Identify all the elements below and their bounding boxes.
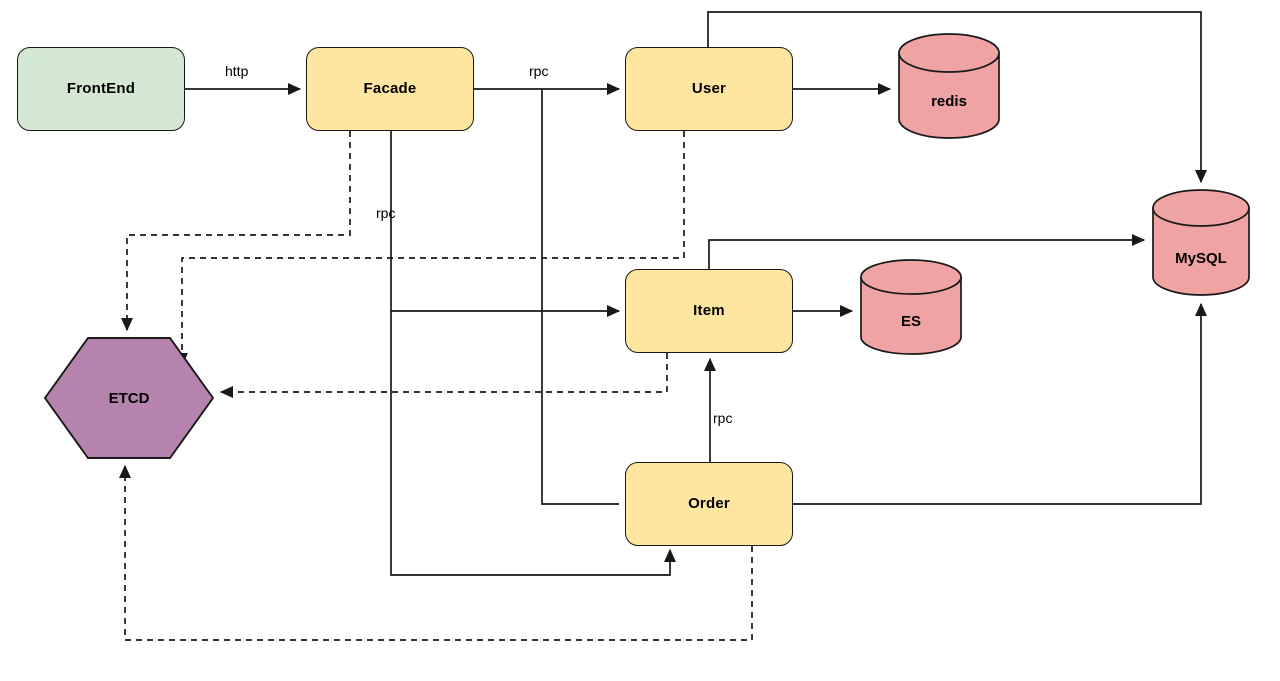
edge-facade-to-order — [390, 311, 677, 576]
node-frontend[interactable]: FrontEnd — [17, 47, 185, 131]
node-facade-label: Facade — [363, 79, 417, 97]
node-order[interactable]: Order — [625, 462, 793, 546]
edge-item-to-mysql — [708, 233, 1146, 269]
node-item-label: Item — [693, 301, 725, 319]
node-order-label: Order — [688, 494, 730, 512]
edge-facade-to-item — [390, 131, 621, 318]
edge-facade-branch-to-order — [541, 89, 619, 505]
node-frontend-label: FrontEnd — [66, 79, 136, 97]
node-user-label: User — [691, 79, 727, 97]
edge-facade-to-etcd — [120, 131, 351, 332]
node-user[interactable]: User — [625, 47, 793, 131]
node-redis[interactable]: redis — [896, 32, 1002, 140]
node-etcd[interactable]: ETCD — [43, 336, 215, 460]
node-es[interactable]: ES — [858, 258, 964, 356]
node-facade[interactable]: Facade — [306, 47, 474, 131]
node-item[interactable]: Item — [625, 269, 793, 353]
edge-user-to-etcd — [175, 131, 685, 367]
edge-item-to-etcd — [219, 353, 668, 399]
edge-user-to-mysql — [707, 11, 1208, 184]
node-mysql[interactable]: MySQL — [1150, 188, 1252, 298]
edge-order-to-mysql — [793, 302, 1208, 505]
edge-order-to-etcd — [118, 464, 753, 641]
